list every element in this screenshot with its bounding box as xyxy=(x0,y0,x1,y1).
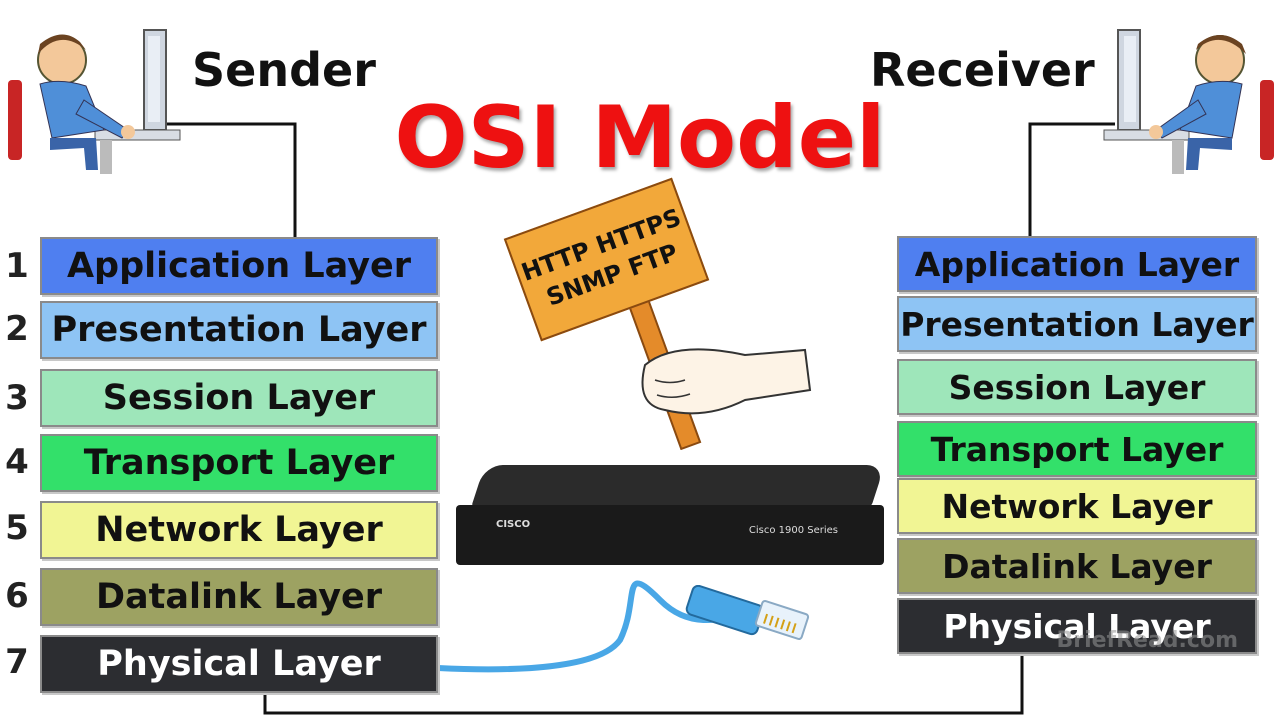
sender-person-icon xyxy=(8,29,181,174)
layer-number: 6 xyxy=(5,576,29,616)
layer-number: 7 xyxy=(5,642,29,682)
receiver-person-icon xyxy=(1103,29,1274,174)
router-brand: CISCO xyxy=(496,519,531,530)
router-top xyxy=(471,465,885,507)
ethernet-cable-icon xyxy=(685,585,810,640)
layer-number: 3 xyxy=(5,378,29,418)
sender-datalink-layer: Datalink Layer xyxy=(40,568,438,626)
sender-application-layer: Application Layer xyxy=(40,237,438,295)
layer-number: 2 xyxy=(5,309,29,349)
diagram-title: OSI Model xyxy=(394,88,886,188)
layer-number: 4 xyxy=(5,442,29,482)
receiver-transport-layer: Transport Layer xyxy=(897,421,1257,477)
sender-transport-layer: Transport Layer xyxy=(40,434,438,492)
sender-network-layer: Network Layer xyxy=(40,501,438,559)
sender-session-layer: Session Layer xyxy=(40,369,438,427)
watermark: BriefRead.com xyxy=(1056,628,1238,653)
receiver-application-layer: Application Layer xyxy=(897,236,1257,292)
router-icon: CISCO Cisco 1900 Series xyxy=(456,465,885,573)
layer-number: 1 xyxy=(5,246,29,286)
router-model: Cisco 1900 Series xyxy=(748,525,838,536)
receiver-physical-layer: Physical Layer xyxy=(897,598,1257,654)
receiver-datalink-layer: Datalink Layer xyxy=(897,538,1257,594)
sender-label: Sender xyxy=(192,43,376,97)
layer-number: 5 xyxy=(5,508,29,548)
receiver-network-layer: Network Layer xyxy=(897,478,1257,534)
hand-holding-sign-icon xyxy=(628,299,812,450)
receiver-label: Receiver xyxy=(870,43,1095,97)
sender-physical-layer: Physical Layer xyxy=(40,635,438,693)
router-front: CISCO Cisco 1900 Series xyxy=(456,505,884,565)
receiver-session-layer: Session Layer xyxy=(897,359,1257,415)
receiver-presentation-layer: Presentation Layer xyxy=(897,296,1257,352)
sender-presentation-layer: Presentation Layer xyxy=(40,301,438,359)
